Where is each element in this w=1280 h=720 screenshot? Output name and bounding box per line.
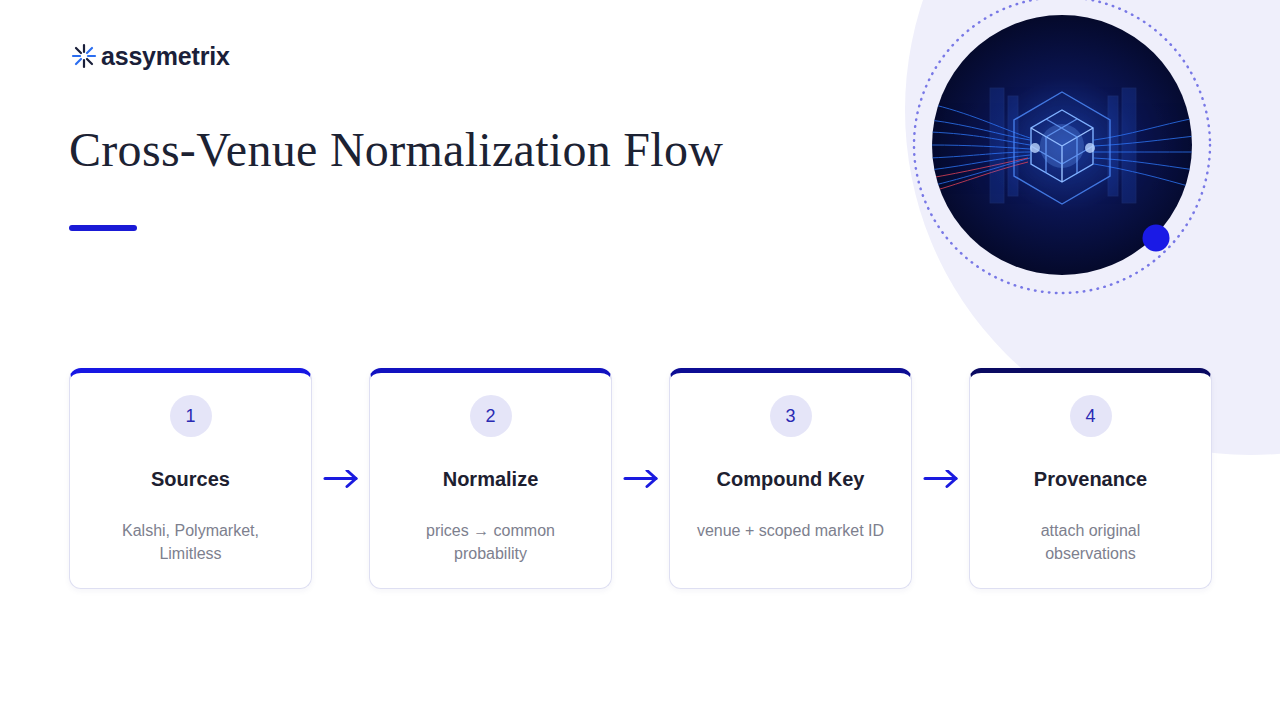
- process-card: 4Provenance attach original observations: [969, 368, 1212, 589]
- illustration: [920, 10, 1210, 280]
- slide-title: Cross-Venue Normalization Flow: [69, 126, 723, 174]
- accent-dot: [1143, 225, 1170, 252]
- flow-arrow: [625, 477, 656, 480]
- step-heading: Provenance: [1034, 467, 1147, 491]
- step-number: 3: [770, 395, 812, 437]
- logo-icon: [73, 45, 95, 67]
- brand-wordmark: assymetrix: [101, 44, 230, 69]
- process-card: 2Normalize prices → common probability: [369, 368, 612, 589]
- flow-arrow: [925, 477, 956, 480]
- step-description: Kalshi, Polymarket, Limitless: [95, 519, 286, 565]
- step-number: 2: [470, 395, 512, 437]
- step-description: prices → common probability: [395, 519, 586, 565]
- step-number: 1: [170, 395, 212, 437]
- step-heading: Sources: [151, 467, 230, 491]
- step-number: 4: [1070, 395, 1112, 437]
- dotted-ring: [914, 0, 1210, 293]
- title-underline: [69, 225, 137, 231]
- process-card: 1SourcesKalshi, Polymarket, Limitless: [69, 368, 312, 589]
- process-card: 3Compound Key venue + scoped market ID: [669, 368, 912, 589]
- flow-arrow: [325, 477, 356, 480]
- step-heading: Compound Key: [717, 467, 865, 491]
- step-description: venue + scoped market ID: [695, 519, 886, 542]
- step-heading: Normalize: [443, 467, 539, 491]
- step-description: attach original observations: [995, 519, 1186, 565]
